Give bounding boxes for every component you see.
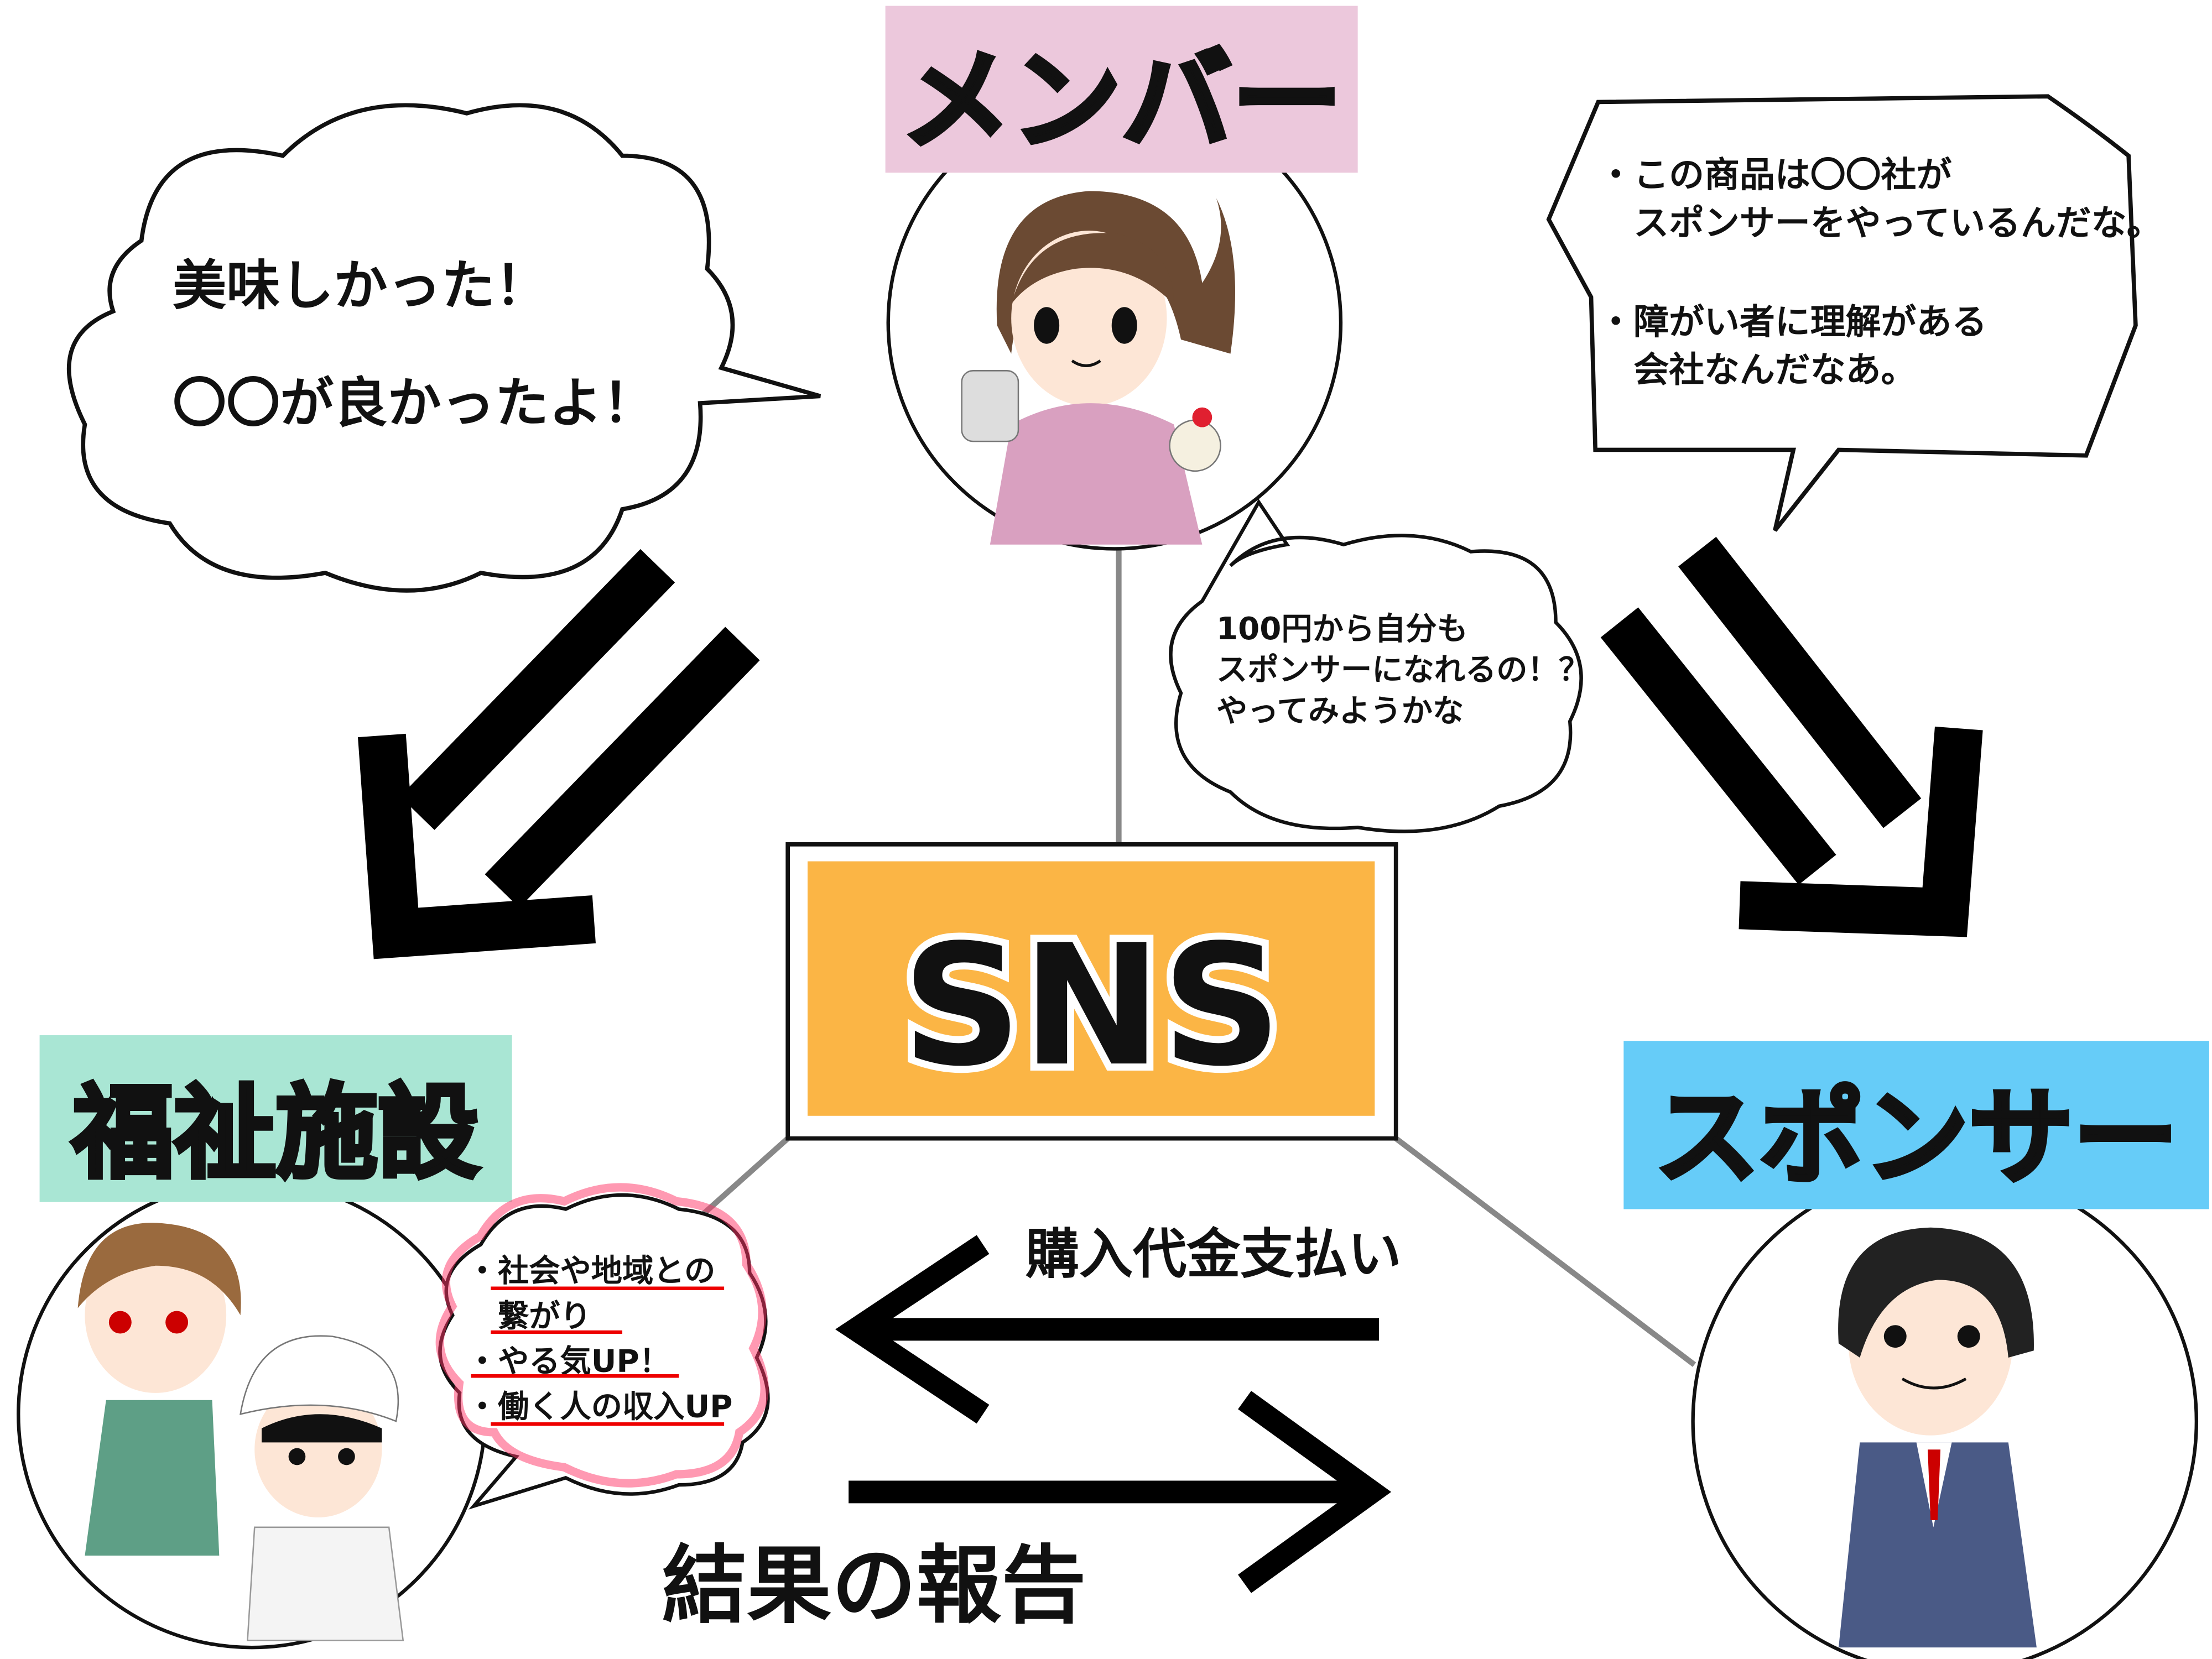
sns-label: SNS [902,909,1282,1103]
sponsor-label: スポンサー [1655,1077,2178,1199]
sns-box [807,861,1375,1116]
right-bubble-line-1: ・この商品は〇〇社が [1598,155,1951,196]
welfare-characters [77,1223,404,1641]
report-label: 結果の報告 [662,1537,1086,1635]
right-bubble-line-3: ・障がい者に理解がある [1598,302,1987,343]
left-bubble-line-1: 美味しかった！ [173,254,549,317]
right-bubble-line-4: 会社なんだなあ。 [1598,350,1916,391]
welfare-label-box [39,1035,512,1202]
welfare-bubble-underlines [471,1286,725,1426]
small-bubble-line-1: 100円から自分も [1216,611,1468,647]
member-thought-bubble [1169,499,1583,833]
small-bubble-line-2: スポンサーになれるの！？ [1216,652,1590,688]
member-label: メンバー [901,37,1342,165]
welfare-speech-bubble [438,1193,770,1510]
payment-label: 購入代金支払い [1026,1223,1402,1286]
arrow-member-to-sponsor-icon [1600,536,1983,937]
member-label-box [885,6,1358,173]
member-character [961,191,1236,545]
arrow-member-to-welfare-icon [358,549,760,959]
welfare-bubble-line-3: ・やる気UP！ [467,1344,670,1380]
welfare-bubble-line-1: ・社会や地域との [467,1253,715,1289]
welfare-bubble-line-4: ・働く人の収入UP [467,1389,733,1425]
welfare-bubble-line-2: 繋がり [467,1298,591,1334]
sponsor-label-box [1623,1041,2209,1209]
payment-arrow-icon [835,1235,1379,1424]
sponsor-character [1838,1227,2037,1648]
welfare-label: 福祉施設 [71,1074,479,1192]
right-bubble-line-2: スポンサーをやっているんだな。 [1598,203,2162,244]
left-speech-bubble [66,103,821,593]
welfare-bubble-glow [435,1183,769,1488]
report-arrow-icon [849,1391,1392,1593]
small-bubble-line-3: やってみようかな [1216,693,1464,729]
right-speech-bubble [1546,94,2138,532]
left-bubble-line-2: 〇〇が良かったよ！ [173,372,656,434]
